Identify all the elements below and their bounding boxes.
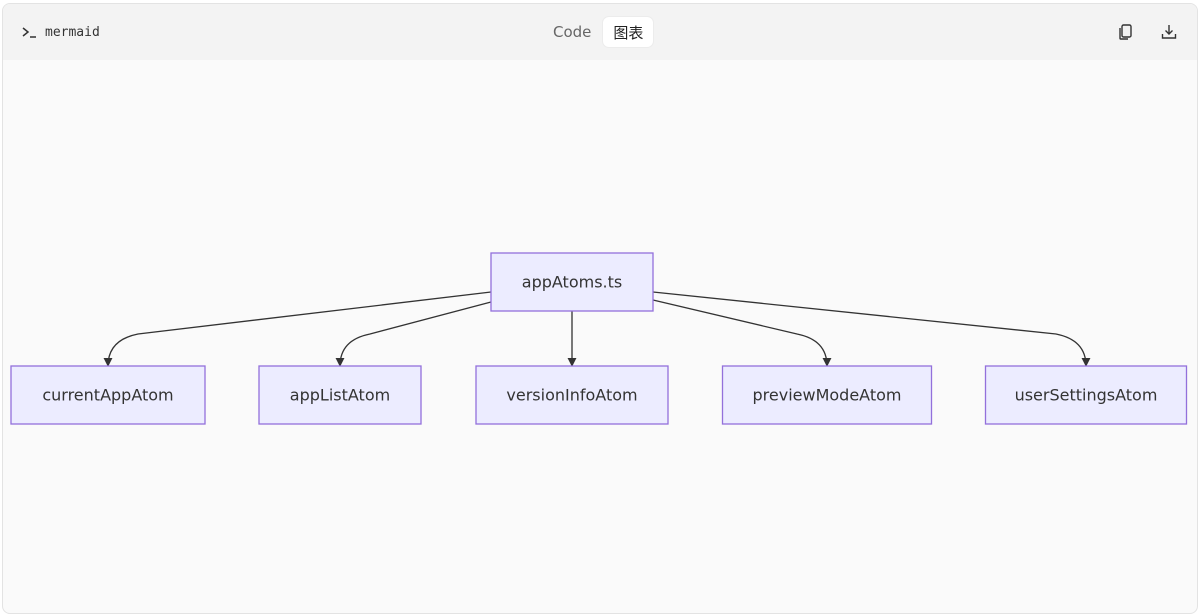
view-tabs: Code 图表: [543, 17, 654, 49]
edge-appAtoms-to-previewModeAtom: [652, 299, 832, 367]
language-label-group: mermaid: [21, 23, 100, 41]
node-appListAtom: appListAtom: [258, 365, 422, 425]
node-box: [490, 252, 654, 312]
tab-code[interactable]: Code: [553, 23, 592, 41]
download-button[interactable]: [1159, 22, 1179, 42]
copy-button[interactable]: [1115, 22, 1135, 42]
node-box: [984, 365, 1188, 425]
node-label: appListAtom: [290, 386, 390, 405]
copy-icon: [1119, 24, 1132, 40]
node-group: appAtoms.ts currentAppAtom appListAtom vers…: [10, 252, 1188, 425]
node-currentAppAtom: currentAppAtom: [10, 365, 206, 425]
flowchart-diagram: appAtoms.ts currentAppAtom appListAtom vers…: [10, 252, 1188, 425]
node-label: currentAppAtom: [42, 386, 173, 405]
edge-appAtoms-to-appListAtom: [335, 301, 492, 367]
code-block-toolbar: mermaid Code 图表: [3, 4, 1197, 60]
language-label: mermaid: [45, 24, 100, 40]
node-box: [475, 365, 669, 425]
node-box: [258, 365, 422, 425]
node-box: [10, 365, 206, 425]
edge-group: [103, 291, 1091, 367]
node-userSettingsAtom: userSettingsAtom: [984, 365, 1188, 425]
node-label: appAtoms.ts: [522, 273, 622, 292]
node-label: versionInfoAtom: [506, 386, 637, 405]
edge-appAtoms-to-userSettingsAtom: [652, 291, 1091, 367]
node-previewModeAtom: previewModeAtom: [721, 365, 933, 425]
tab-diagram[interactable]: 图表: [603, 17, 654, 47]
edge-appAtoms-to-currentAppAtom: [103, 291, 492, 367]
node-label: previewModeAtom: [753, 386, 902, 405]
download-icon: [1161, 25, 1177, 39]
node-label: userSettingsAtom: [1015, 386, 1158, 405]
node-appAtoms: appAtoms.ts: [490, 252, 654, 312]
terminal-prompt-icon: [22, 27, 36, 38]
node-versionInfoAtom: versionInfoAtom: [475, 365, 669, 425]
node-box: [721, 365, 933, 425]
